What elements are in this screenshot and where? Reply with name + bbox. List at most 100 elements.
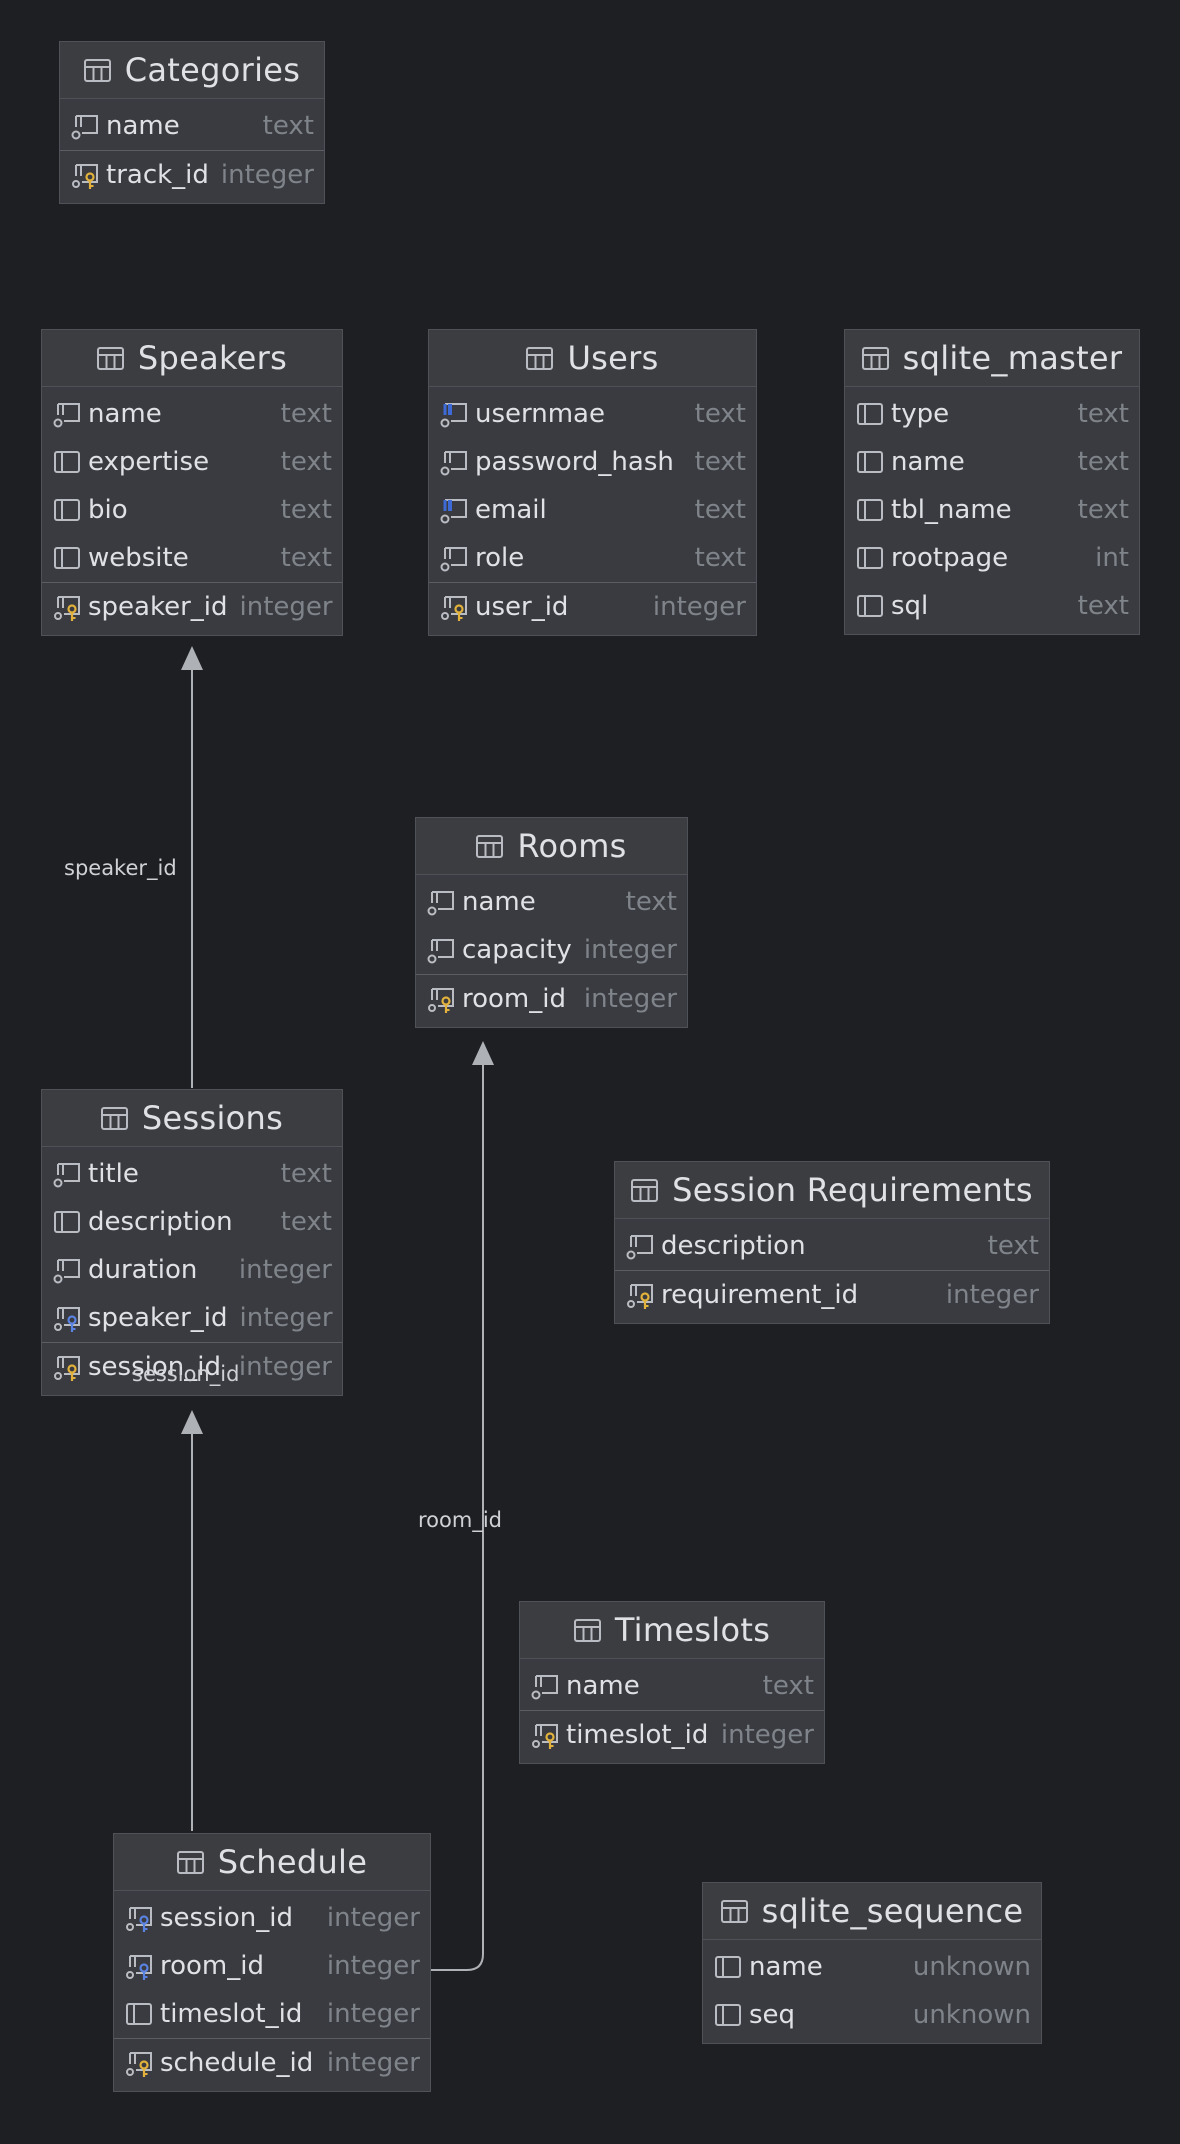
- nullable-column-icon: [53, 1163, 80, 1188]
- table-icon: [96, 346, 124, 370]
- column-name: name: [891, 447, 965, 477]
- table-header[interactable]: Session Requirements: [615, 1162, 1049, 1219]
- column-name: name: [462, 887, 536, 917]
- table-header[interactable]: Users: [429, 330, 756, 387]
- column-type: text: [262, 111, 314, 141]
- column-name: type: [891, 399, 950, 429]
- table-header[interactable]: Categories: [60, 42, 324, 99]
- table-header[interactable]: sqlite_master: [845, 330, 1139, 387]
- primary-key-icon: [627, 1284, 653, 1309]
- column-icon: [857, 403, 883, 425]
- column-name: email: [475, 495, 547, 525]
- column-icon: [54, 547, 80, 569]
- column-name: tbl_name: [891, 495, 1012, 525]
- column-type: int: [1095, 543, 1129, 573]
- column-icon: [54, 451, 80, 473]
- column-type: text: [625, 887, 677, 917]
- column-name: timeslot_id: [160, 1999, 303, 2029]
- column-icon: [857, 595, 883, 617]
- column-name: description: [88, 1207, 233, 1237]
- table-header[interactable]: Speakers: [42, 330, 342, 387]
- primary-key-icon: [441, 596, 467, 621]
- column-row[interactable]: timeslot_id integer: [114, 1990, 430, 2038]
- table-title: sqlite_master: [902, 339, 1123, 377]
- foreign-key-icon: [126, 1907, 152, 1932]
- table-header[interactable]: Schedule: [114, 1834, 430, 1891]
- nullable-column-icon: [71, 115, 98, 140]
- primary-key-icon: [54, 596, 80, 621]
- column-type: text: [1077, 447, 1129, 477]
- column-name: track_id: [106, 160, 209, 190]
- column-row[interactable]: name text: [845, 438, 1139, 486]
- column-name: usernmae: [475, 399, 605, 429]
- column-type: text: [694, 447, 746, 477]
- column-icon: [857, 499, 883, 521]
- column-name: speaker_id: [88, 592, 228, 622]
- edge-label-session-id: session_id: [132, 1362, 240, 1386]
- column-type: integer: [326, 1999, 420, 2029]
- table-icon: [526, 346, 554, 370]
- column-row[interactable]: name text: [416, 878, 687, 926]
- column-name: session_id: [88, 1352, 221, 1382]
- column-type: integer: [238, 1255, 332, 1285]
- edge-schedule-rooms: [431, 1064, 484, 1971]
- table-icon: [720, 1899, 748, 1923]
- column-type: text: [280, 543, 332, 573]
- table-header[interactable]: Sessions: [42, 1090, 342, 1147]
- column-type: integer: [326, 2048, 420, 2078]
- table-header[interactable]: Timeslots: [520, 1602, 824, 1659]
- table-icon: [476, 834, 504, 858]
- table-header[interactable]: Rooms: [416, 818, 687, 875]
- column-type: unknown: [912, 2000, 1031, 2030]
- column-type: integer: [720, 1720, 814, 1750]
- column-icon: [54, 499, 80, 521]
- foreign-key-icon: [126, 1955, 152, 1980]
- column-name: speaker_id: [88, 1303, 228, 1333]
- column-icon: [126, 2003, 152, 2025]
- table-header[interactable]: sqlite_sequence: [703, 1883, 1041, 1940]
